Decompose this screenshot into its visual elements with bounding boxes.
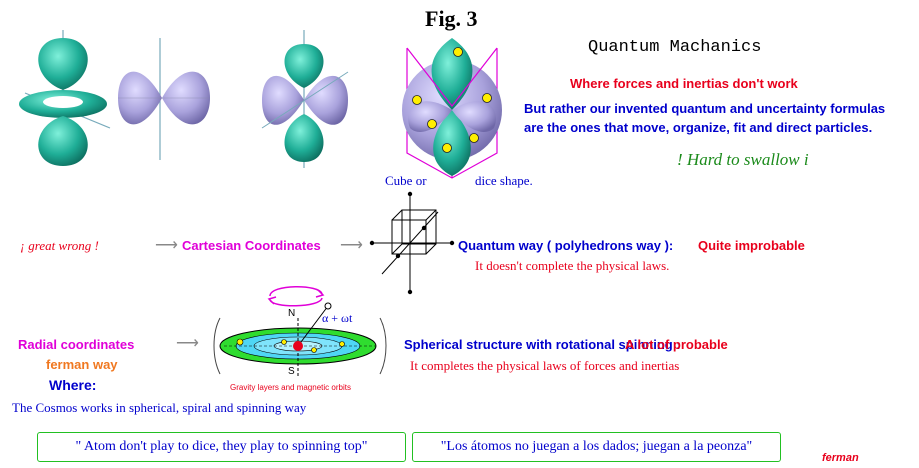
quantum-line-2: are the ones that move, organize, fit an…: [524, 120, 873, 135]
quote-spanish: "Los átomos no juegan a los dados; juega…: [412, 432, 781, 462]
cosmos-text: The Cosmos works in spherical, spiral an…: [12, 400, 307, 415]
quite-improbable: Quite improbable: [698, 238, 805, 253]
arrow-right-icon: ⟶: [340, 237, 363, 254]
combined-orbital: [261, 30, 349, 168]
quantum-description: But rather our invented quantum and unce…: [524, 99, 885, 137]
where-label: Where:: [49, 377, 97, 393]
orbital-illustrations: [19, 30, 502, 179]
cube-label: Cube or: [385, 173, 427, 188]
cartesian-label: Cartesian Coordinates: [182, 238, 321, 253]
great-wrong: ¡ great wrong !: [20, 238, 99, 253]
spinning-disk-diagram: N S α + ωt: [213, 286, 387, 377]
does-not-complete: It doesn't complete the physical laws.: [475, 258, 670, 273]
dz2-orbital: [19, 30, 111, 166]
arrow-right-icon: ⟶: [155, 237, 178, 254]
north-label: N: [288, 308, 295, 319]
gravity-caption: Gravity layers and magnetic orbits: [230, 383, 351, 392]
cartesian-cube-diagram: [369, 191, 455, 295]
dice-label: dice shape.: [475, 173, 533, 188]
quantum-line-1: But rather our invented quantum and unce…: [524, 101, 886, 116]
quantum-way: Quantum way ( polyhedrons way ):: [458, 238, 674, 253]
signature: ferman: [822, 452, 859, 464]
radial-label: Radial coordinates: [18, 337, 135, 352]
figure-title: Fig. 3: [425, 6, 478, 31]
quote-english: " Atom don't play to dice, they play to …: [37, 432, 406, 462]
south-label: S: [288, 366, 295, 377]
cube-dice-orbital: [402, 38, 502, 179]
quantum-subtitle: Where forces and inertias don't work: [570, 76, 798, 91]
ferman-way: ferman way: [46, 357, 118, 372]
lot-of-probable: A lot of probable: [625, 337, 728, 352]
completes-laws: It completes the physical laws of forces…: [410, 358, 680, 373]
p-orbital-pair: [118, 38, 210, 160]
arrow-right-icon: ⟶: [176, 335, 199, 352]
hard-to-swallow: ! Hard to swallow i: [677, 150, 809, 169]
spherical-structure: Spherical structure with rotational spin…: [404, 337, 681, 352]
angle-formula: α + ωt: [322, 311, 353, 325]
quantum-title: Quantum Machanics: [588, 38, 762, 57]
